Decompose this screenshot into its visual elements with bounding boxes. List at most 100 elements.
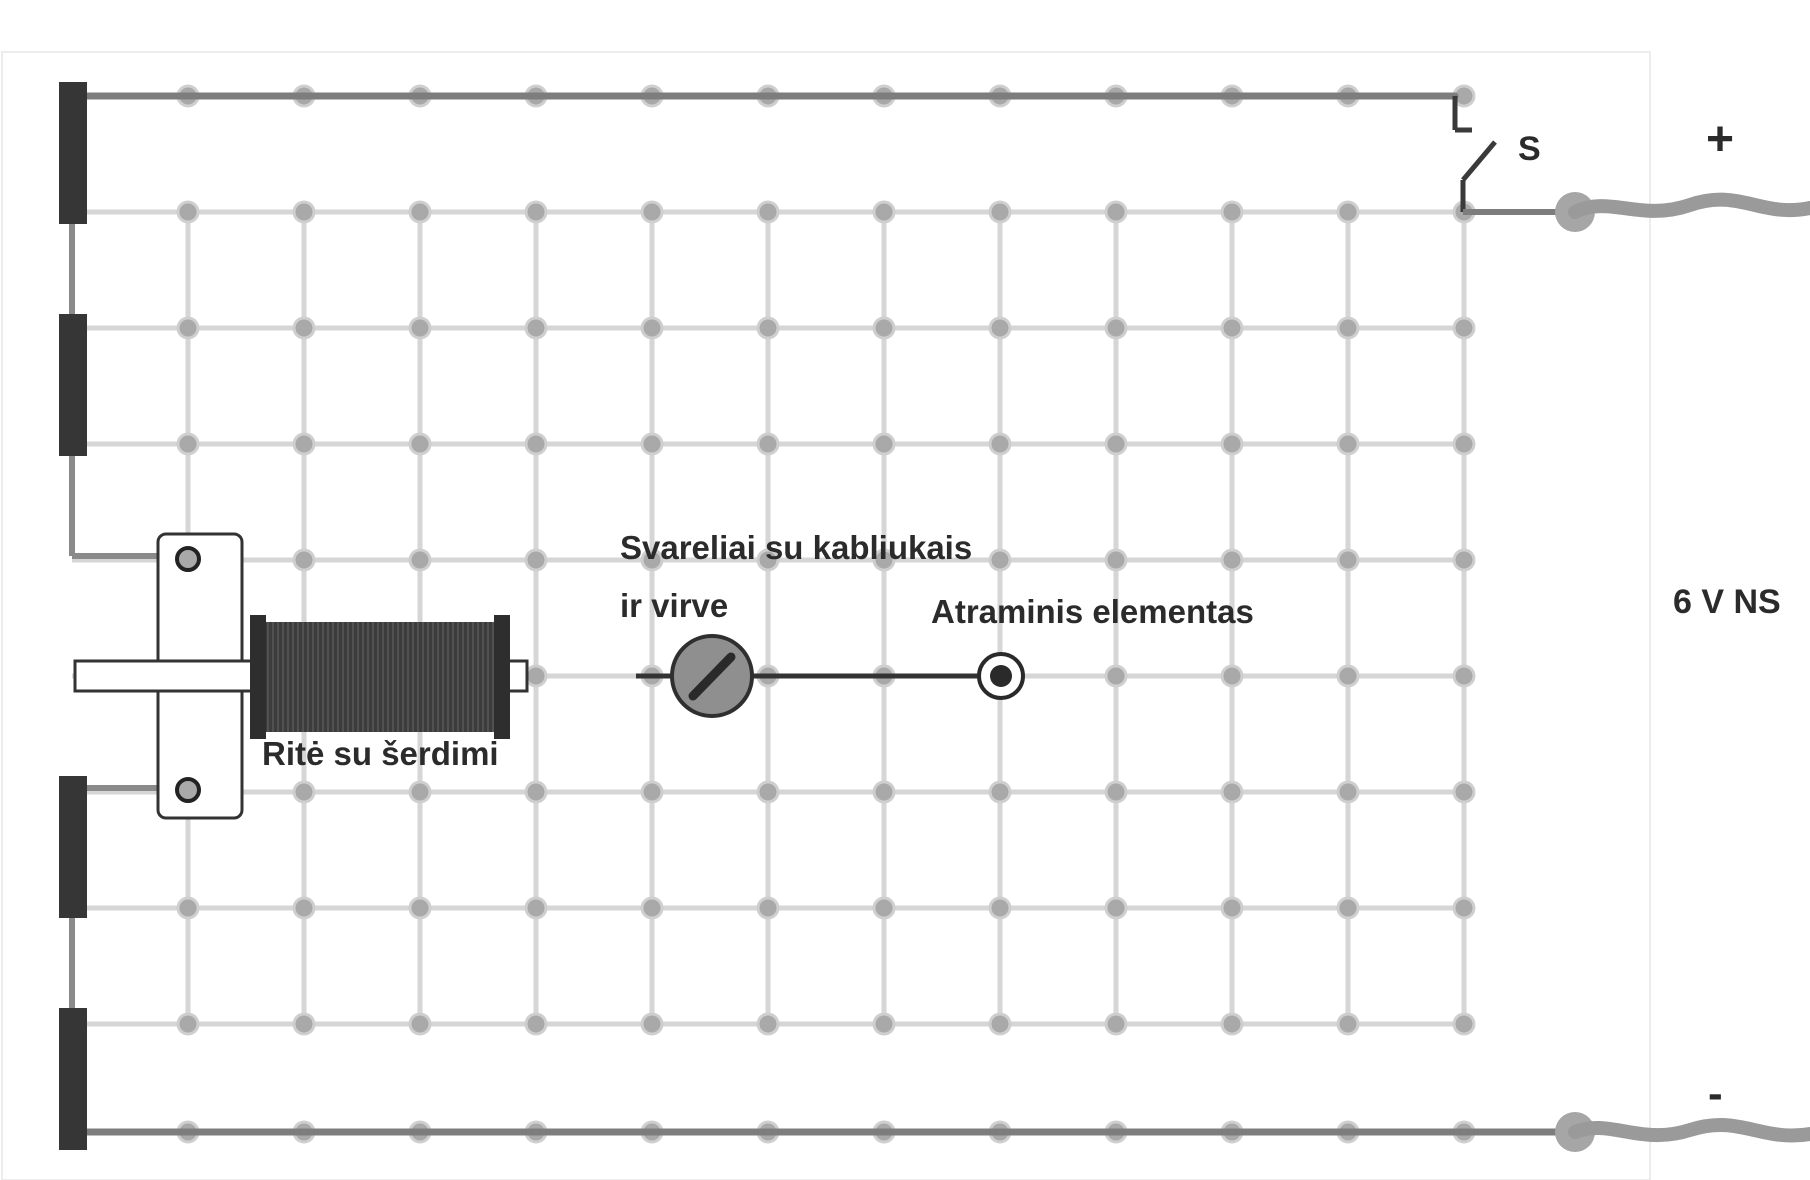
board-node [1220, 316, 1244, 340]
board-node [1336, 316, 1360, 340]
weights-label-line2: ir virve [620, 587, 729, 624]
board-node [872, 780, 896, 804]
board-node [872, 896, 896, 920]
board-node [1104, 896, 1128, 920]
board-node [640, 200, 664, 224]
board-node [1220, 1012, 1244, 1036]
coil-with-core [250, 615, 510, 739]
board-node [1220, 548, 1244, 572]
board-node [1220, 664, 1244, 688]
board-node [1452, 896, 1476, 920]
board-node [872, 432, 896, 456]
board-node [1104, 1012, 1128, 1036]
board-node [872, 1012, 896, 1036]
board-node [1336, 1012, 1360, 1036]
supply-lead-negative [1555, 1112, 1810, 1152]
board-node [176, 316, 200, 340]
board-node [988, 200, 1012, 224]
board-node [756, 200, 780, 224]
board-node [1336, 780, 1360, 804]
support-element-label: Atraminis elementas [931, 593, 1254, 630]
board-node [292, 432, 316, 456]
board-node [524, 1012, 548, 1036]
board-node [1104, 548, 1128, 572]
board-node [1336, 548, 1360, 572]
board-node [524, 200, 548, 224]
board-node [1220, 432, 1244, 456]
board-node [408, 432, 432, 456]
board-node [640, 780, 664, 804]
board-node [408, 1012, 432, 1036]
board-node [176, 432, 200, 456]
board-node [524, 316, 548, 340]
board-node [1336, 896, 1360, 920]
board-node [524, 432, 548, 456]
supply-lead-positive [1555, 192, 1810, 232]
weights-with-hooks [636, 634, 995, 718]
board-node [872, 200, 896, 224]
board-node [292, 200, 316, 224]
board-grid-links [72, 209, 1467, 1027]
board-node [1452, 316, 1476, 340]
board-node [292, 316, 316, 340]
board-node [1452, 432, 1476, 456]
board-node [524, 664, 548, 688]
left-rail-conductors [59, 82, 87, 1150]
board-node [872, 316, 896, 340]
switch-label: S [1518, 130, 1541, 168]
board-node [1220, 200, 1244, 224]
board-node [756, 780, 780, 804]
coil-label: Ritė su šerdimi [262, 735, 499, 772]
board-node [1452, 1012, 1476, 1036]
board-node [756, 316, 780, 340]
weights-label-line1: Svareliai su kabliukais [620, 529, 973, 566]
board-node [640, 432, 664, 456]
board-node [640, 1012, 664, 1036]
board-node [1452, 664, 1476, 688]
board-node [408, 548, 432, 572]
board-node [408, 780, 432, 804]
board-node [988, 780, 1012, 804]
board-node [524, 780, 548, 804]
board-node [408, 200, 432, 224]
negative-terminal-label: - [1708, 1069, 1723, 1118]
board-node [756, 548, 780, 572]
board-node [1104, 200, 1128, 224]
board-node [756, 896, 780, 920]
board-node [524, 548, 548, 572]
board-node [176, 896, 200, 920]
board-node [1452, 780, 1476, 804]
board-node [292, 780, 316, 804]
board-node [756, 432, 780, 456]
board-outline [1, 51, 1651, 1180]
board-node [1104, 316, 1128, 340]
board-node [1220, 780, 1244, 804]
board-node [1104, 432, 1128, 456]
board-node [988, 896, 1012, 920]
board-node [1104, 664, 1128, 688]
board-node [872, 548, 896, 572]
board-node [756, 1012, 780, 1036]
board-node [1336, 664, 1360, 688]
board-node [292, 896, 316, 920]
board-node [1104, 780, 1128, 804]
board-node [176, 1012, 200, 1036]
supply-voltage-label: 6 V NS [1673, 583, 1781, 621]
board-node [988, 316, 1012, 340]
positive-terminal-label: + [1706, 113, 1735, 166]
board-node [292, 548, 316, 572]
board-node [176, 200, 200, 224]
board-node [1452, 548, 1476, 572]
board-node [408, 316, 432, 340]
board-node [988, 1012, 1012, 1036]
board-node [408, 896, 432, 920]
board-node [640, 316, 664, 340]
board-node [988, 548, 1012, 572]
support-element [977, 652, 1025, 700]
board-node [1336, 432, 1360, 456]
board-node [292, 1012, 316, 1036]
board-node [524, 896, 548, 920]
board-node [640, 548, 664, 572]
board-node [1220, 896, 1244, 920]
